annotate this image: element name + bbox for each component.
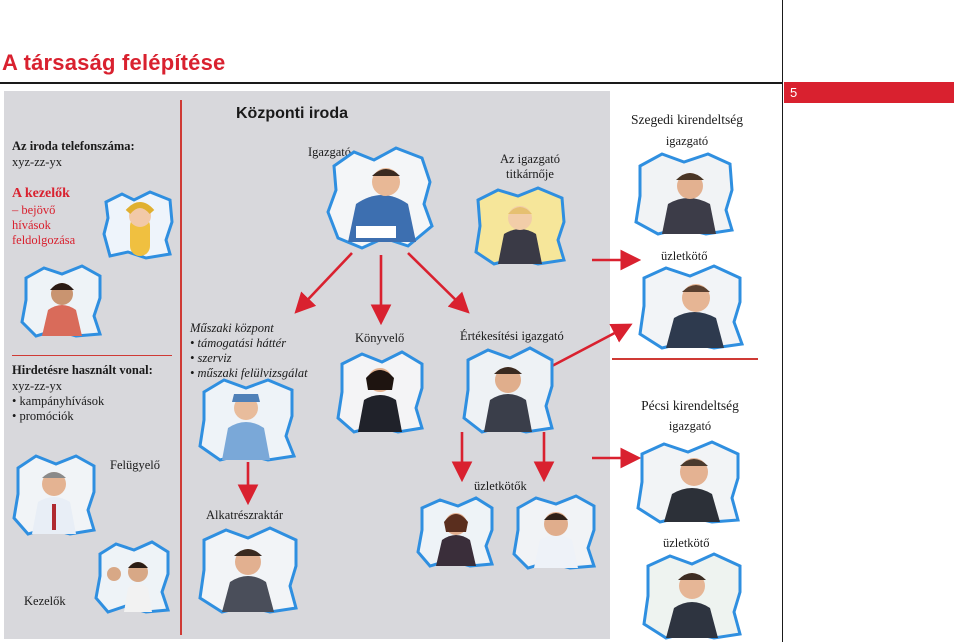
operators-heading: A kezelők <box>12 186 70 201</box>
szeged-dealer-label: üzletkötő <box>661 249 708 263</box>
section-divider-right <box>612 358 758 360</box>
operators-desc-line: hívások <box>12 218 51 232</box>
tech-center-item: támogatási háttér <box>190 336 308 351</box>
pecs-dealer-photo <box>642 552 742 640</box>
ad-line-item: kampányhívások <box>12 394 105 409</box>
tech-center-label: Műszaki központ <box>190 321 274 335</box>
szeged-director-photo <box>634 152 734 236</box>
section-divider-left <box>12 355 172 356</box>
ad-line-item: promóciók <box>12 409 104 424</box>
pecs-dealer-label: üzletkötő <box>663 536 710 550</box>
accountant-photo <box>336 350 424 434</box>
page-title: A társaság felépítése <box>2 50 226 75</box>
operators-desc-line: – bejövő <box>12 203 56 217</box>
accountant-label: Könyvelő <box>355 331 405 345</box>
ad-line-items: kampányhívások promóciók <box>12 394 105 424</box>
operators-photo <box>94 540 171 614</box>
title-rule <box>0 82 782 84</box>
tech-center-item: műszaki felülvizsgálat <box>190 366 308 381</box>
director-label: Igazgató <box>308 145 352 159</box>
arrow-director-to-tech <box>294 252 353 314</box>
secretary-label: Az igazgató titkárnője <box>480 152 580 182</box>
ad-line-number: xyz-zz-yx <box>12 379 62 393</box>
operators-desc: – bejövő hívások feldolgozása <box>12 203 75 248</box>
operators-bottom-label: Kezelők <box>24 594 66 608</box>
sales-director-label: Értékesítési igazgató <box>460 329 564 343</box>
tech-center-items: támogatási háttér szerviz műszaki felülv… <box>190 336 308 381</box>
phone-label: Az iroda telefonszáma: <box>12 139 135 153</box>
supervisor-label: Felügyelő <box>110 458 160 472</box>
technician-photo <box>198 378 297 462</box>
operator-headset-woman-photo <box>102 190 174 260</box>
parts-store-label: Alkatrészraktár <box>206 508 284 522</box>
supervisor-photo <box>12 454 96 536</box>
pecs-director-photo <box>636 440 740 524</box>
pecs-branch-heading: Pécsi kirendeltség <box>641 398 739 413</box>
sales-director-photo <box>462 346 554 434</box>
page-number-badge: 5 <box>784 82 954 103</box>
arrow-sales-to-szeged-dealer <box>551 323 633 368</box>
szeged-director-label: igazgató <box>665 134 709 148</box>
secretary-photo <box>474 186 566 266</box>
tech-center-item: szerviz <box>190 351 308 366</box>
column-separator-left <box>180 100 182 635</box>
ad-line-operator-photo <box>20 264 103 338</box>
dealer-2-photo <box>512 494 597 570</box>
dealer-1-photo <box>416 496 495 568</box>
pecs-director-label: igazgató <box>668 419 712 433</box>
parts-store-photo <box>198 526 298 614</box>
szeged-branch-heading: Szegedi kirendeltség <box>630 112 744 127</box>
arrow-director-to-sales <box>407 252 470 314</box>
dealers-label: üzletkötők <box>474 479 527 493</box>
secretary-label-line: Az igazgató <box>499 152 561 166</box>
phone-number: xyz-zz-yx <box>12 155 62 169</box>
central-office-heading: Központi iroda <box>236 105 348 122</box>
margin-divider <box>782 0 783 642</box>
szeged-dealer-photo <box>638 264 745 350</box>
secretary-label-line: titkárnője <box>506 167 554 181</box>
ad-line-label: Hirdetésre használt vonal: <box>12 363 153 377</box>
operators-desc-line: feldolgozása <box>12 233 76 247</box>
director-phone-photo <box>326 146 434 250</box>
